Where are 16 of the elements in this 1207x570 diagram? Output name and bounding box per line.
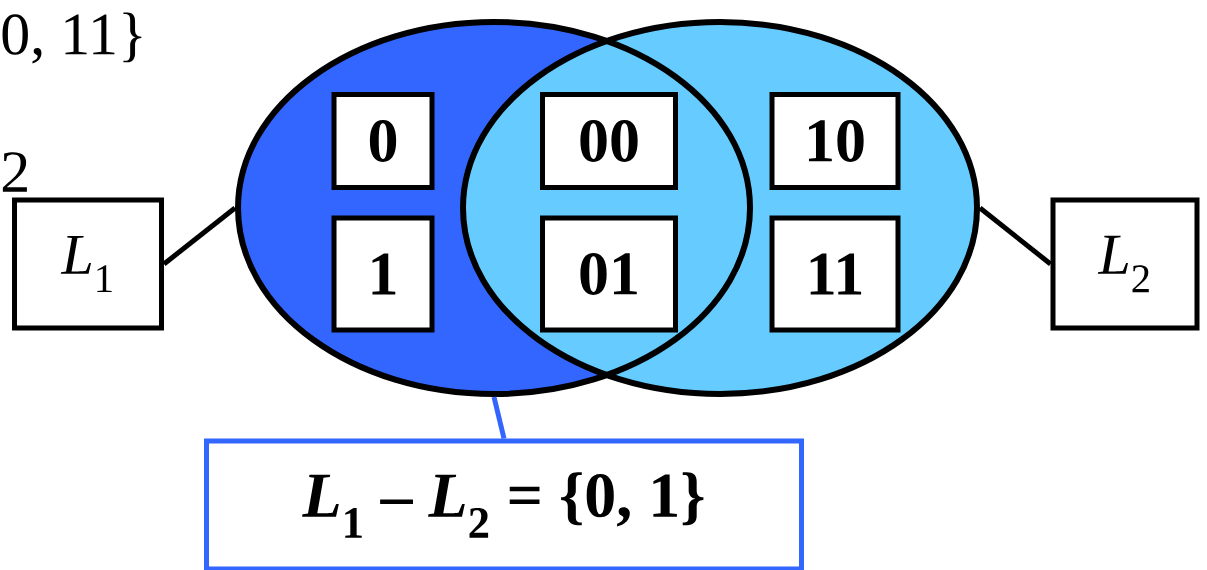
set-ellipse [460,19,980,397]
element-box: 1 [331,215,435,333]
element-box: 01 [540,215,678,333]
cropped-text: 2 [2,152,27,192]
connector-line [491,396,507,440]
element-box: 11 [769,215,901,333]
element-box: 10 [769,92,901,190]
connector-line [162,206,237,266]
set-ellipse [235,19,753,397]
language-box: L$_{1}$ [12,197,164,331]
language-box: L$_{2}$ [1050,197,1200,331]
result-box: L$_{1}$ – L$_{2}$ = {0, 1} [204,438,804,570]
cropped-text: 0, 11} [2,12,142,64]
element-box: 0 [331,92,435,190]
connector-line [978,206,1053,266]
element-box: 00 [540,92,678,190]
